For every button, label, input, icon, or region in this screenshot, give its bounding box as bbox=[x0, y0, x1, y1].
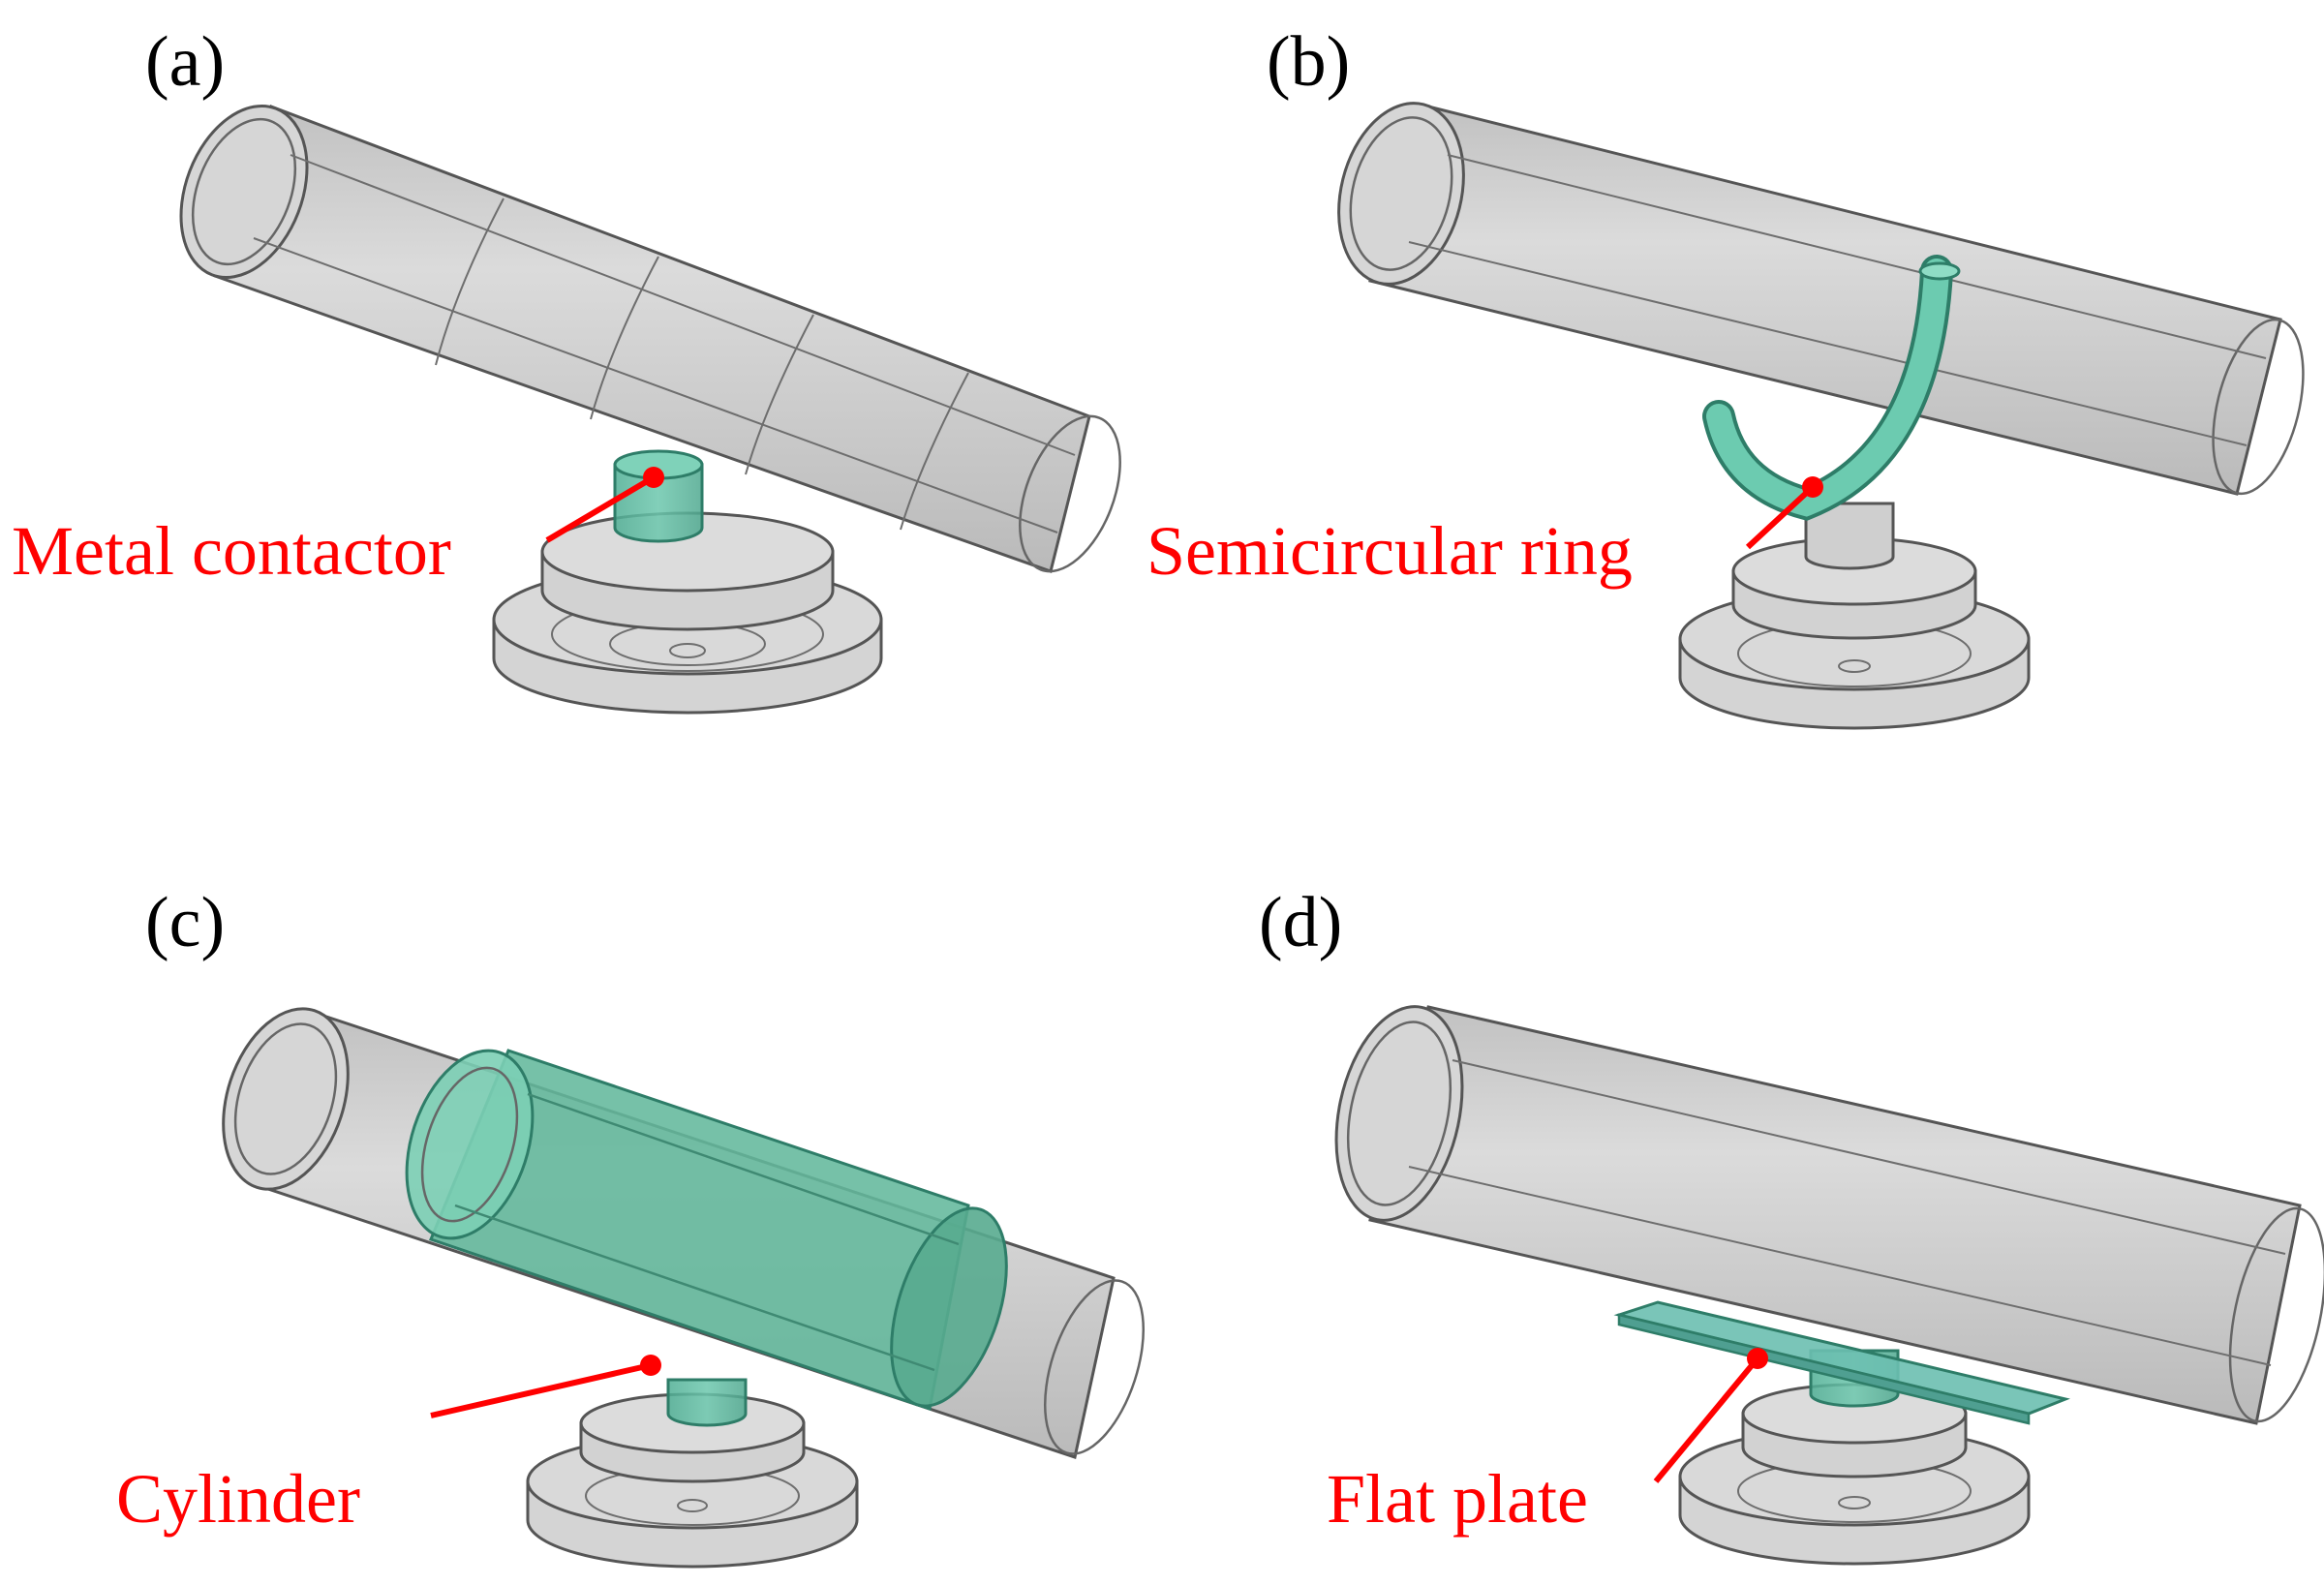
cylinder-sleeve bbox=[405, 1049, 1008, 1411]
base-d bbox=[1678, 1349, 2031, 1566]
flat-plate bbox=[1613, 1300, 2070, 1425]
panel-c-label: (c) bbox=[145, 883, 225, 962]
panel-b-label: (b) bbox=[1267, 22, 1350, 102]
callout-b-text: Semicircular ring bbox=[1147, 512, 1633, 590]
panel-b: (b) Semic bbox=[1147, 22, 2305, 730]
callout-c: Cylinder bbox=[116, 1355, 661, 1538]
callout-d: Flat plate bbox=[1327, 1348, 1768, 1538]
callout-d-text: Flat plate bbox=[1327, 1460, 1588, 1538]
pipe-b bbox=[1337, 102, 2305, 496]
panel-a: (a) bbox=[12, 22, 1121, 715]
panel-d: (d) Flat plate bbox=[1259, 883, 2324, 1566]
base-a bbox=[492, 511, 883, 715]
callout-b: Semicircular ring bbox=[1147, 476, 1823, 590]
semicircular-ring bbox=[1702, 255, 1961, 521]
callout-a-text: Metal contactor bbox=[12, 512, 451, 590]
metal-contactor bbox=[613, 449, 704, 543]
callout-a: Metal contactor bbox=[12, 467, 664, 590]
base-c bbox=[526, 1378, 859, 1569]
panel-a-label: (a) bbox=[145, 22, 225, 102]
panel-c: (c) bbox=[116, 883, 1146, 1569]
callout-c-text: Cylinder bbox=[116, 1460, 360, 1538]
pipe-a bbox=[179, 104, 1121, 573]
base-b bbox=[1678, 502, 2031, 730]
panel-d-label: (d) bbox=[1259, 883, 1342, 962]
pipe-d bbox=[1334, 1005, 2324, 1425]
